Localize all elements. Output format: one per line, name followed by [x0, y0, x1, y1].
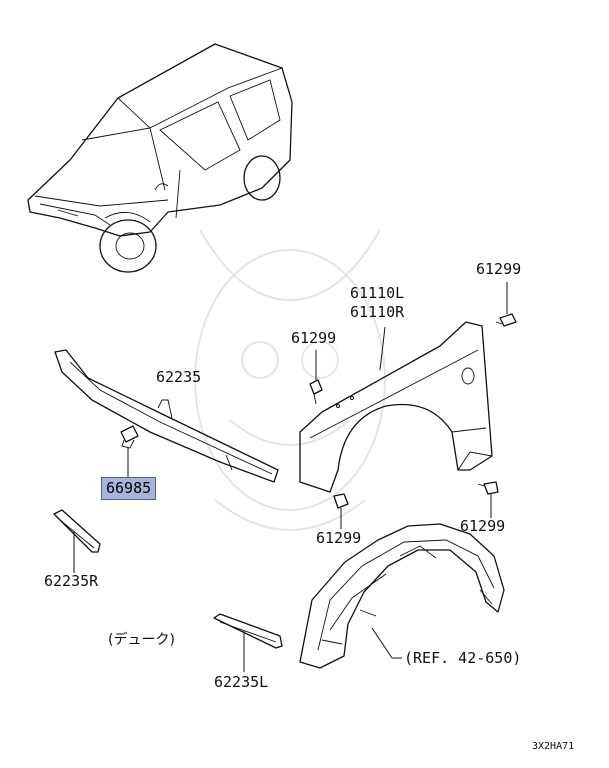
label-61299-lower-right: 61299 [460, 517, 506, 535]
watermark-emblem [194, 229, 386, 531]
label-61110R: 61110R [350, 303, 405, 321]
vehicle-overview-drawing [27, 43, 293, 273]
front-fender-61110 [299, 321, 493, 493]
label-62235L: 62235L [214, 673, 269, 691]
ref-42-650: (REF. 42-650) [404, 649, 522, 667]
diagram-code: 3X2HA71 [532, 741, 575, 752]
label-61299-upper-mid: 61299 [291, 329, 337, 347]
label-61299-upper-right: 61299 [476, 260, 522, 278]
label-66985-highlighted[interactable]: 66985 [101, 477, 157, 500]
note-japanese: (デューク) [108, 632, 175, 648]
bolt-61299-lower-right [477, 481, 499, 518]
front-molding-62235 [54, 349, 279, 483]
molding-62235R [53, 509, 101, 573]
label-61110L: 61110L [350, 284, 405, 302]
bolt-61299-lower-mid [333, 493, 349, 529]
splash-shield-ref-42-650 [299, 523, 505, 669]
bolt-61299-upper-right [495, 282, 517, 327]
label-61299-lower-mid: 61299 [316, 529, 362, 547]
label-62235R: 62235R [44, 572, 99, 590]
molding-62235L [213, 613, 283, 672]
bolt-61299-upper-mid [309, 350, 323, 405]
label-62235: 62235 [156, 368, 202, 386]
clip-66985 [120, 425, 139, 477]
